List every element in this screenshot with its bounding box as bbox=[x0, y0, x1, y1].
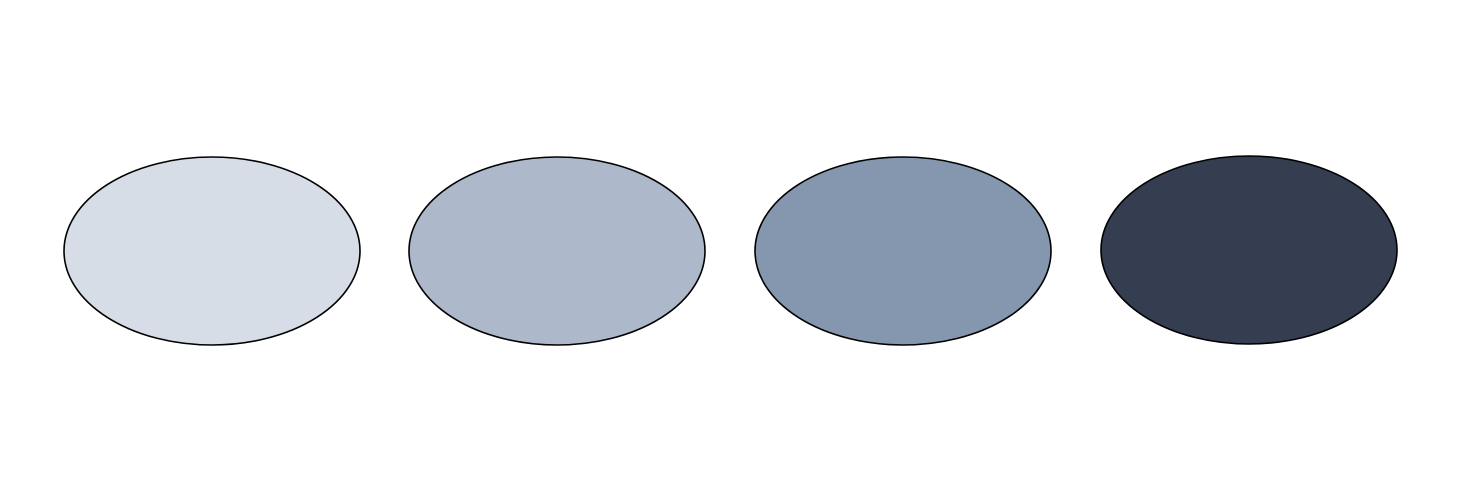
ellipse-swatch-3 bbox=[754, 156, 1052, 346]
ellipse-swatch-1 bbox=[63, 156, 361, 346]
ellipse-swatch-2 bbox=[408, 156, 706, 346]
ellipse-swatch-4 bbox=[1100, 155, 1398, 345]
